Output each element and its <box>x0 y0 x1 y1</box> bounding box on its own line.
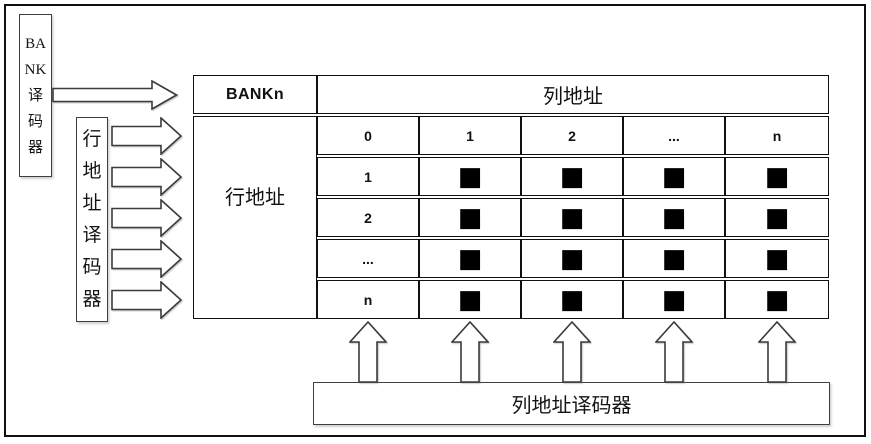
memory-cell-marker: ■ <box>559 284 585 315</box>
memory-cell: ■ <box>419 157 521 196</box>
column-index-row: 行地址 0 1 2 ... n <box>193 116 830 319</box>
memory-cell-marker: ■ <box>457 243 483 274</box>
bank-decoder-text-line: NK <box>24 61 47 78</box>
column-decoder-label: 列地址译码器 <box>511 395 632 417</box>
table-header-row: BANKn 列地址 <box>193 75 830 114</box>
column-index-cell-2: 2 <box>521 116 623 155</box>
column-arrow-icon-3 <box>655 321 693 383</box>
bank-decoder-text-line: 译 <box>27 87 43 104</box>
memory-cell-marker: ■ <box>764 284 790 315</box>
column-address-header-cell: 列地址 <box>317 75 830 114</box>
memory-cell-marker: ■ <box>457 161 483 192</box>
memory-cell: ■ <box>521 280 623 319</box>
bank-arrow-icon <box>52 80 178 110</box>
row-decoder-text-line: 址 <box>82 192 102 214</box>
memory-cell-marker: ■ <box>764 202 790 233</box>
row-arrow-icon-3 <box>111 240 182 278</box>
table-row: 1 ■ ■ ■ ■ <box>193 157 830 196</box>
memory-cell-marker: ■ <box>559 202 585 233</box>
memory-cell: ■ <box>623 280 725 319</box>
memory-cell-marker: ■ <box>661 202 687 233</box>
bank-decoder-text-line: 码 <box>27 113 43 130</box>
memory-cell-marker: ■ <box>559 243 585 274</box>
row-label-cell: n <box>317 280 419 319</box>
column-index-cell-1: 1 <box>419 116 521 155</box>
memory-cell: ■ <box>725 239 830 278</box>
memory-cell: ■ <box>623 157 725 196</box>
memory-cell-marker: ■ <box>661 161 687 192</box>
memory-cell-marker: ■ <box>457 202 483 233</box>
row-arrow-icon-1 <box>111 158 182 196</box>
row-decoder-text-line: 译 <box>82 224 102 246</box>
row-label-cell: ... <box>317 239 419 278</box>
memory-cell: ■ <box>725 280 830 319</box>
column-address-decoder-box: 列地址译码器 <box>313 382 830 425</box>
table-row: 2 ■ ■ ■ ■ <box>193 198 830 237</box>
memory-cell-marker: ■ <box>764 243 790 274</box>
memory-cell: ■ <box>521 157 623 196</box>
row-arrow-icon-4 <box>111 281 182 319</box>
bank-decoder-box: BA NK 译 码 器 <box>19 14 52 177</box>
row-address-decoder-box: 行 地 址 译 码 器 <box>76 117 108 322</box>
memory-cell: ■ <box>419 280 521 319</box>
row-arrow-icon-0 <box>111 117 182 155</box>
memory-cell: ■ <box>521 239 623 278</box>
memory-cell-marker: ■ <box>559 161 585 192</box>
row-decoder-text-line: 行 <box>82 128 102 150</box>
bank-header-cell: BANKn <box>193 75 317 114</box>
outer-frame <box>4 4 866 437</box>
row-decoder-text-line: 地 <box>82 160 102 182</box>
memory-cell: ■ <box>419 198 521 237</box>
column-arrow-icon-0 <box>349 321 387 383</box>
row-arrow-icon-2 <box>111 199 182 237</box>
column-index-cell-4: n <box>725 116 830 155</box>
memory-cell-marker: ■ <box>764 161 790 192</box>
memory-cell-marker: ■ <box>457 284 483 315</box>
table-row: n ■ ■ ■ ■ <box>193 280 830 319</box>
memory-cell: ■ <box>725 198 830 237</box>
memory-cell: ■ <box>521 198 623 237</box>
column-index-cell-0: 0 <box>317 116 419 155</box>
row-address-label-cell: 行地址 <box>193 116 317 319</box>
bank-decoder-text-line: BA <box>25 35 46 52</box>
memory-cell: ■ <box>623 239 725 278</box>
row-label-cell: 2 <box>317 198 419 237</box>
memory-cell: ■ <box>623 198 725 237</box>
memory-cell: ■ <box>725 157 830 196</box>
bank-decoder-text-line: 器 <box>27 139 43 156</box>
table-row: ... ■ ■ ■ ■ <box>193 239 830 278</box>
row-label-cell: 1 <box>317 157 419 196</box>
column-arrow-icon-4 <box>758 321 796 383</box>
memory-cell: ■ <box>419 239 521 278</box>
row-decoder-text-line: 码 <box>82 256 102 278</box>
memory-cell-marker: ■ <box>661 243 687 274</box>
memory-cell-marker: ■ <box>661 284 687 315</box>
column-index-cell-3: ... <box>623 116 725 155</box>
memory-array-table: BANKn 列地址 行地址 0 1 2 ... n 1 ■ ■ ■ ■ 2 ■ <box>193 73 830 321</box>
row-decoder-text-line: 器 <box>82 288 102 310</box>
column-arrow-icon-1 <box>451 321 489 383</box>
column-arrow-icon-2 <box>553 321 591 383</box>
